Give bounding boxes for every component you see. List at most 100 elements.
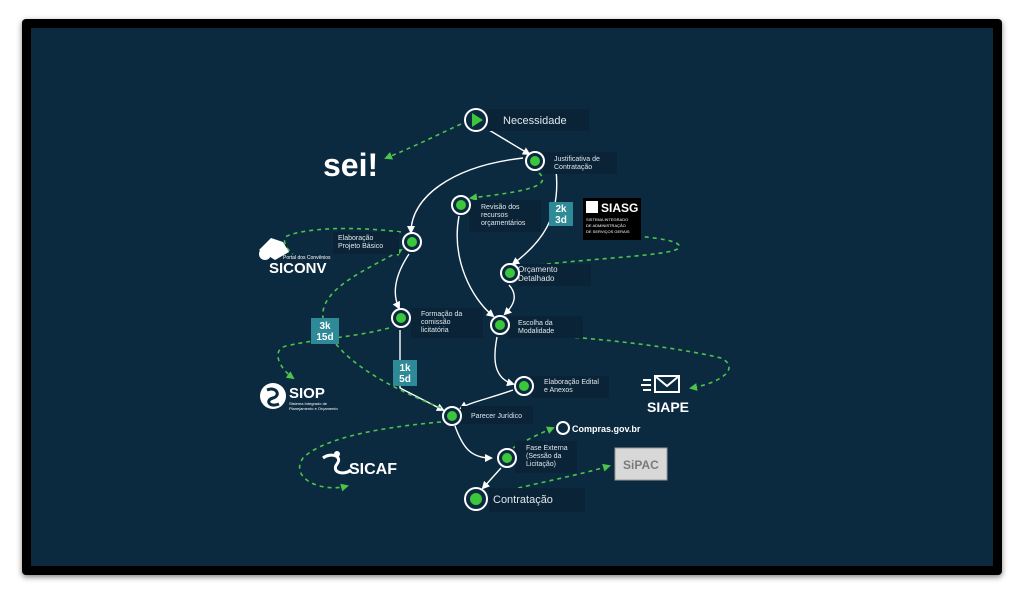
badge-duration: 15d bbox=[316, 332, 333, 343]
siape-wordmark: SIAPE bbox=[647, 399, 689, 415]
siconv-logo: Portal dos Convênios SICONV bbox=[259, 238, 331, 277]
siconv-tagline: Portal dos Convênios bbox=[283, 255, 331, 261]
sicaf-swoosh-icon bbox=[322, 453, 352, 475]
node-label-bg bbox=[461, 406, 533, 424]
node-dot bbox=[407, 237, 417, 247]
sicaf-logo: SICAF bbox=[322, 451, 397, 478]
sicaf-wordmark: SICAF bbox=[349, 461, 397, 478]
badge-value: 3k bbox=[319, 321, 331, 332]
siasg-mark-icon bbox=[586, 201, 598, 213]
node-dot bbox=[470, 493, 482, 505]
play-icon bbox=[472, 113, 483, 127]
arrow-parecer-fase bbox=[454, 425, 493, 462]
sipac-logo: SiPAC bbox=[614, 447, 668, 481]
siconv-mark-icon bbox=[259, 248, 271, 260]
compras-logo: Compras.gov.br bbox=[556, 421, 641, 435]
arrow-edital-parecer bbox=[459, 389, 514, 410]
sicaf-dot-icon bbox=[334, 451, 340, 457]
badge-bg bbox=[549, 202, 573, 226]
sei-wordmark: sei! bbox=[323, 147, 378, 183]
arrow-escolha-edital bbox=[494, 336, 515, 387]
arrow-fase-contratacao bbox=[481, 467, 502, 490]
arrow-orcamento-escolha bbox=[503, 284, 515, 316]
node-dot bbox=[502, 453, 512, 463]
node-parecer: Parecer Jurídico bbox=[442, 406, 533, 426]
node-label: Parecer Jurídico bbox=[471, 413, 522, 420]
link-elaboracao-siconv bbox=[283, 227, 402, 255]
speed-lines-icon bbox=[641, 379, 651, 391]
link-necessidade-sei bbox=[384, 123, 462, 160]
node-dot bbox=[495, 320, 505, 330]
node-contratacao: Contratação bbox=[464, 487, 585, 512]
arrow-necessidade-justificativa bbox=[488, 129, 531, 156]
sei-logo: sei! bbox=[323, 147, 378, 183]
node-label-bg bbox=[543, 152, 617, 174]
badge-3k-15d: 3k 15d bbox=[311, 318, 339, 344]
node-necessidade: Necessidade bbox=[464, 108, 589, 132]
node-label-bg bbox=[489, 488, 585, 512]
arrow-formacao-parecer bbox=[399, 330, 445, 411]
badge-bg bbox=[393, 360, 417, 386]
node-label: Contratação bbox=[493, 494, 553, 506]
badge-bg bbox=[311, 318, 339, 344]
node-dot bbox=[447, 411, 457, 421]
siconv-wordmark: SICONV bbox=[269, 260, 327, 277]
node-label: Necessidade bbox=[503, 115, 567, 127]
node-label-bg bbox=[411, 308, 483, 338]
compras-mark-icon bbox=[556, 421, 570, 435]
node-label-bg bbox=[487, 109, 589, 131]
link-formacao-siop bbox=[277, 327, 390, 380]
siop-mark-icon bbox=[260, 383, 286, 409]
link-parecer-sicaf bbox=[298, 421, 442, 492]
compras-wordmark: Compras.gov.br bbox=[572, 424, 641, 434]
envelope-flap-icon bbox=[654, 375, 680, 388]
sipac-wordmark: SiPAC bbox=[623, 458, 659, 472]
node-dot bbox=[505, 268, 515, 278]
node-label-bg bbox=[469, 200, 541, 232]
node-label-bg bbox=[507, 316, 583, 338]
link-contratacao-sipac bbox=[494, 463, 611, 495]
node-dot bbox=[456, 200, 466, 210]
node-label-bg bbox=[517, 264, 591, 286]
link-justificativa-revisao bbox=[469, 172, 544, 202]
arrow-revisao-escolha bbox=[456, 215, 495, 318]
badge-duration: 3d bbox=[555, 215, 567, 226]
siop-wordmark: SIOP bbox=[289, 385, 325, 402]
envelope-icon bbox=[654, 375, 680, 393]
badge-2k-3d: 2k 3d bbox=[549, 202, 573, 226]
badge-1k-5d: 1k 5d bbox=[393, 360, 417, 386]
node-label-bg bbox=[333, 232, 399, 254]
flow-arrows bbox=[392, 129, 558, 490]
badge-value: 1k bbox=[399, 363, 411, 374]
siop-swirl-icon bbox=[266, 387, 280, 407]
siape-logo: SIAPE bbox=[641, 375, 689, 415]
badge-value: 2k bbox=[555, 204, 567, 215]
siasg-wordmark: SIASG bbox=[601, 201, 638, 215]
node-dot bbox=[530, 156, 540, 166]
node-label-bg bbox=[531, 376, 609, 398]
node-label-bg bbox=[515, 441, 577, 473]
arrow-elaboracao-formacao bbox=[392, 253, 410, 310]
badge-duration: 5d bbox=[399, 374, 411, 385]
arrow-justificativa-elaboracao bbox=[407, 157, 524, 234]
link-orcamento-siasg bbox=[530, 235, 680, 267]
node-dot bbox=[519, 381, 529, 391]
